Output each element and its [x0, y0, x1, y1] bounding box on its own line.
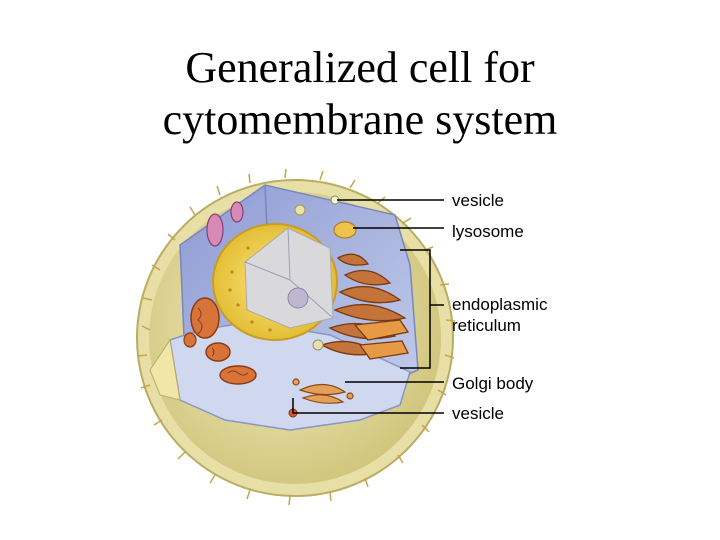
title-line-2: cytomembrane system [162, 95, 558, 144]
label-vesicle-bottom: vesicle [452, 404, 504, 423]
leader-lines [292, 199, 444, 414]
golgi-body [292, 378, 354, 404]
label-er-line-1: endoplasmic [452, 295, 548, 314]
vesicles [288, 195, 357, 418]
endoplasmic-reticulum [320, 253, 410, 360]
diagram-title: Generalized cell for cytomembrane system [0, 42, 720, 146]
label-er-line-2: reticulum [452, 316, 521, 335]
label-vesicle-top: vesicle [452, 191, 504, 210]
label-lysosome: lysosome [452, 222, 524, 241]
mitochondria [183, 201, 257, 385]
nucleus [212, 223, 338, 341]
label-golgi-body: Golgi body [452, 374, 534, 393]
title-line-1: Generalized cell for [185, 43, 535, 92]
